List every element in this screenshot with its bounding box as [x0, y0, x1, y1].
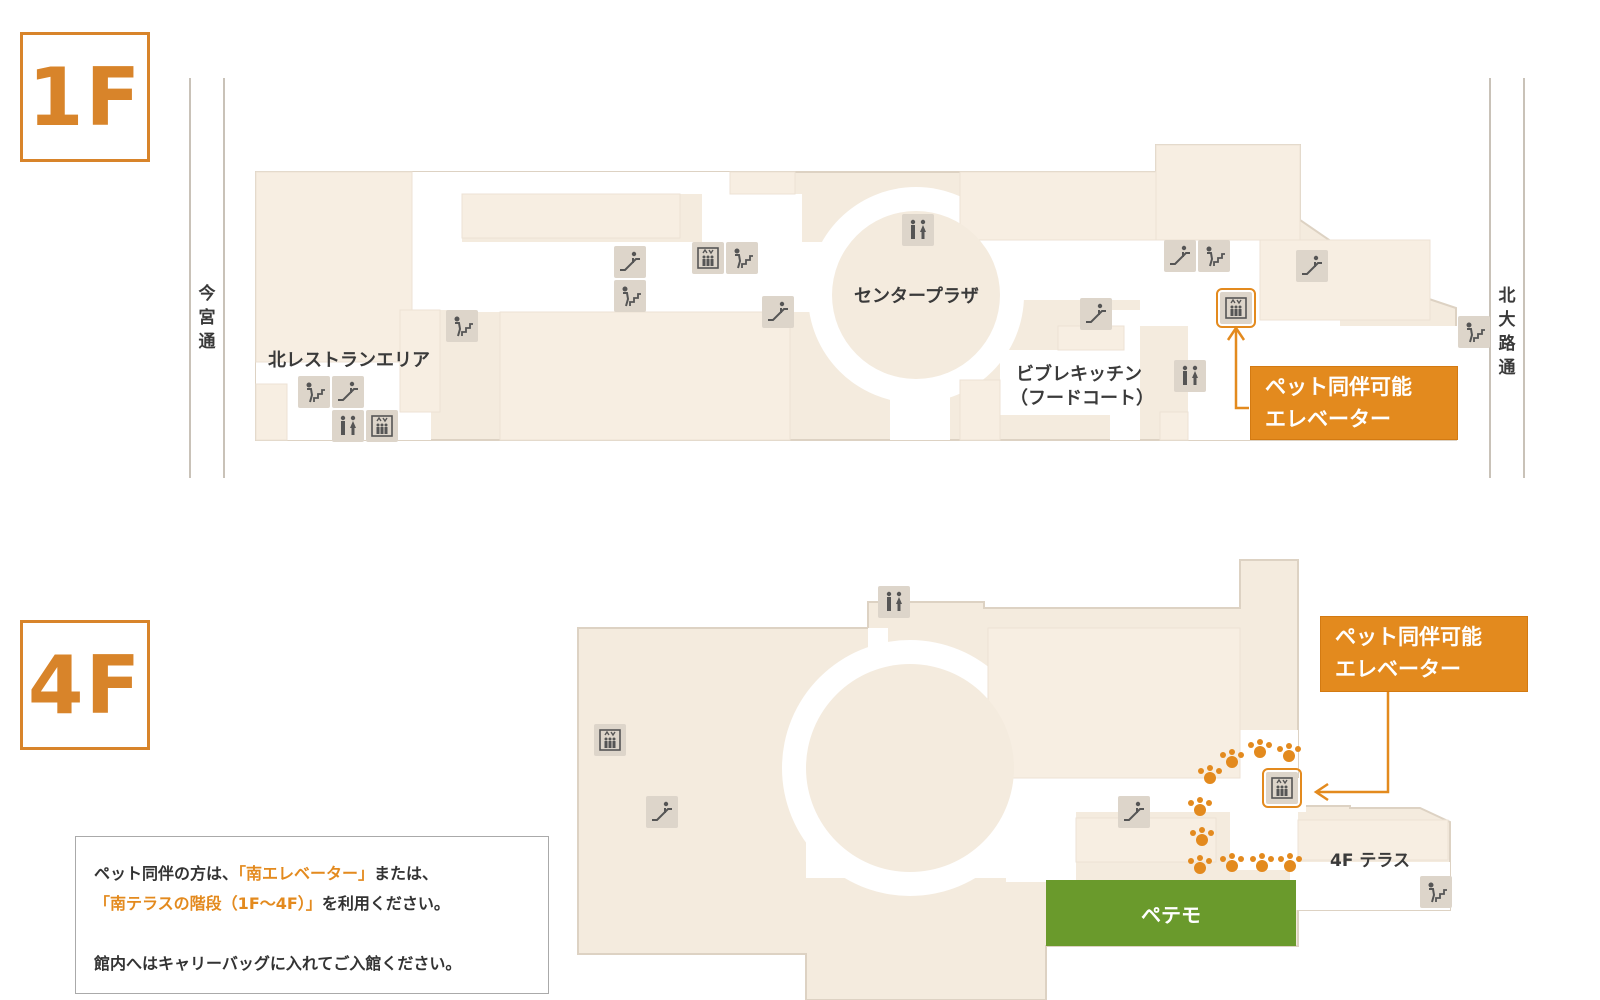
- street-west-label: 今宮通: [198, 284, 216, 352]
- notice-line1-pre: ペット同伴の方は、: [94, 864, 239, 883]
- callout-4f-line2: エレベーター: [1335, 657, 1461, 681]
- map-4f: [577, 559, 1451, 1000]
- paw-icon: [1188, 797, 1212, 816]
- street-east-label: 北大路通: [1498, 286, 1516, 378]
- escalator-icon: [1080, 298, 1112, 330]
- elevator-icon: [692, 242, 724, 274]
- paw-icon: [1220, 749, 1244, 768]
- escalator-icon: [1118, 796, 1150, 828]
- escalator-icon: [1164, 240, 1196, 272]
- escalator-icon: [614, 246, 646, 278]
- stairs-icon: [446, 310, 478, 342]
- restroom-icon: [332, 410, 364, 442]
- area-center-plaza: センタープラザ: [854, 286, 979, 307]
- stairs-icon: [614, 280, 646, 312]
- paw-icon: [1190, 827, 1214, 846]
- notice-line1-post: または、: [374, 864, 439, 883]
- stairs-icon: [1458, 316, 1490, 348]
- pet-elevator-callout-4f: ペット同伴可能 エレベーター: [1320, 616, 1528, 692]
- paw-icon: [1277, 743, 1301, 762]
- paw-icon: [1188, 855, 1212, 874]
- paw-icon: [1250, 853, 1274, 872]
- area-north-restaurant: 北レストランエリア: [268, 350, 430, 371]
- notice-south-terrace-stairs: 「南テラスの階段（1F〜4F）」: [94, 894, 322, 913]
- callout-1f-line2: エレベーター: [1265, 407, 1391, 431]
- escalator-icon: [762, 296, 794, 328]
- callout-4f-line1: ペット同伴可能: [1335, 625, 1482, 649]
- pet-elevator-icon: [1216, 288, 1256, 328]
- paw-icon: [1248, 739, 1272, 758]
- area-petemo: ペテモ: [1046, 880, 1296, 946]
- escalator-icon: [646, 796, 678, 828]
- paw-route: [1188, 739, 1302, 874]
- floor-badge-1f: 1F: [20, 32, 150, 162]
- restroom-icon: [1174, 360, 1206, 392]
- escalator-icon: [1296, 250, 1328, 282]
- stairs-icon: [298, 376, 330, 408]
- area-4f-terrace: 4F テラス: [1330, 851, 1411, 871]
- notice-line2-post: を利用ください。: [321, 894, 450, 913]
- area-food-court-sub: （フードコート）: [1010, 388, 1154, 409]
- notice-carrier-bag: 館内へはキャリーバッグに入れてご入館ください。: [94, 954, 462, 973]
- map-1f: [189, 78, 1525, 478]
- callout-arrow-1f: [1226, 325, 1249, 410]
- area-food-court-name: ビブレキッチン: [1016, 364, 1142, 385]
- restroom-icon: [878, 586, 910, 618]
- stairs-icon: [1420, 876, 1452, 908]
- elevator-icon: [366, 410, 398, 442]
- callout-1f-line1: ペット同伴可能: [1265, 375, 1412, 399]
- paw-icon: [1198, 765, 1222, 784]
- elevator-icon: [594, 724, 626, 756]
- pet-elevator-icon: [1262, 768, 1302, 808]
- restroom-icon: [902, 214, 934, 246]
- pet-notice-box: ペット同伴の方は、「南エレベーター」または、 「南テラスの階段（1F〜4F）」を…: [75, 836, 549, 994]
- stairs-icon: [1198, 240, 1230, 272]
- paw-icon: [1220, 853, 1244, 872]
- callout-arrow-4f: [1313, 692, 1390, 802]
- notice-south-elevator: 「南エレベーター」: [238, 864, 375, 883]
- pet-elevator-callout-1f: ペット同伴可能 エレベーター: [1250, 366, 1458, 440]
- escalator-icon: [332, 376, 364, 408]
- paw-icon: [1278, 853, 1302, 872]
- floor-badge-4f: 4F: [20, 620, 150, 750]
- stairs-icon: [726, 242, 758, 274]
